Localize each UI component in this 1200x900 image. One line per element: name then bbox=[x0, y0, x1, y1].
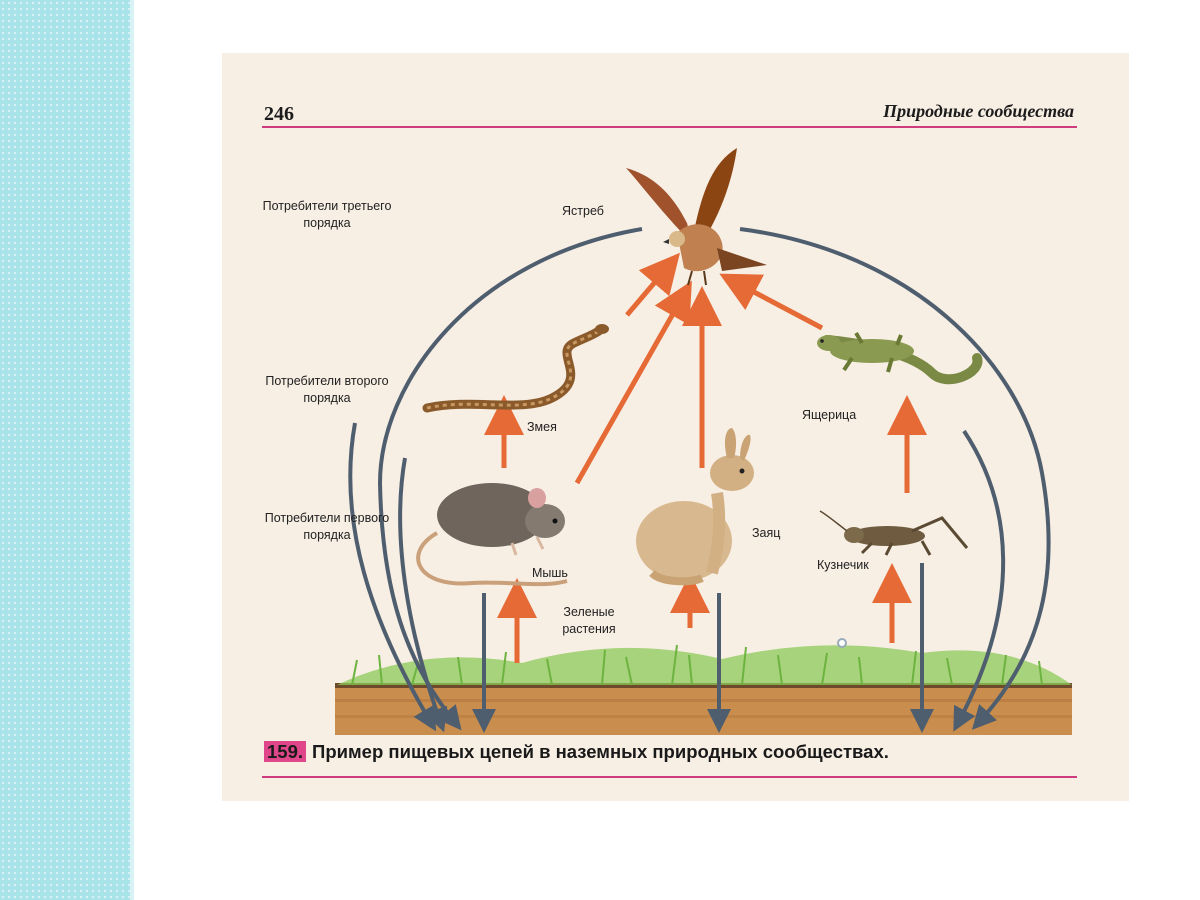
level-label-third: Потребители третьего порядка bbox=[262, 199, 392, 230]
label-mouse: Мышь bbox=[532, 566, 568, 580]
hare-icon bbox=[636, 428, 754, 586]
label-hawk: Ястреб bbox=[562, 204, 604, 218]
feeding-arrows bbox=[484, 252, 927, 663]
decomposition-arrows bbox=[348, 227, 1051, 733]
label-grasshopper: Кузнечик bbox=[817, 558, 869, 572]
level-label-first: Потребители первого порядка bbox=[264, 511, 390, 542]
hawk-icon bbox=[626, 148, 767, 286]
grasshopper-icon bbox=[819, 510, 969, 556]
grass-icon bbox=[337, 638, 1072, 686]
figure-number: 159. bbox=[264, 741, 307, 762]
label-hare: Заяц bbox=[752, 526, 781, 540]
label-lizard: Ящерица bbox=[802, 408, 857, 422]
lizard-icon bbox=[817, 331, 983, 385]
food-chain-diagram bbox=[335, 148, 1072, 735]
textbook-page: 246 Природные сообщества bbox=[222, 53, 1129, 801]
label-plants: Зеленые растения bbox=[562, 605, 616, 636]
side-strip-edge bbox=[130, 0, 134, 900]
figure-caption-text: Пример пищевых цепей в наземных природны… bbox=[312, 741, 889, 762]
label-snake: Змея bbox=[527, 420, 557, 434]
page-number: 246 bbox=[264, 103, 294, 125]
snake-icon bbox=[422, 324, 609, 413]
top-rule bbox=[262, 126, 1077, 128]
decorative-side-strip bbox=[0, 0, 130, 900]
mouse-icon bbox=[416, 483, 568, 587]
level-label-second: Потребители второго порядка bbox=[265, 374, 389, 405]
section-title: Природные сообщества bbox=[883, 101, 1074, 121]
bottom-rule bbox=[262, 776, 1077, 778]
figure-caption: 159.Пример пищевых цепей в наземных прир… bbox=[264, 741, 889, 763]
